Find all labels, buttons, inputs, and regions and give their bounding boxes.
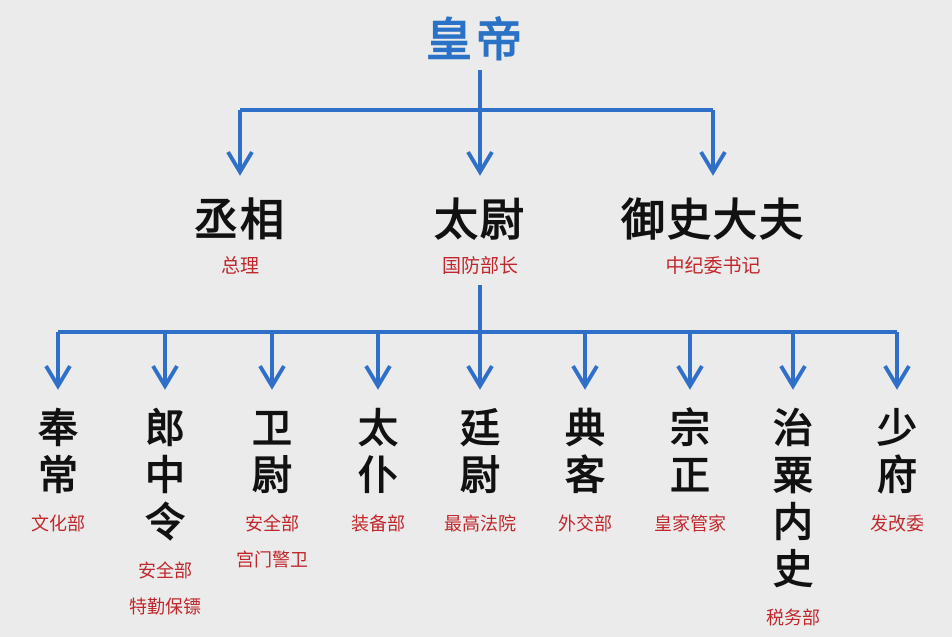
official-name: 宗正 <box>635 405 745 499</box>
official-node: 治粟内史税务部 <box>738 405 848 637</box>
official-node: 太仆装备部 <box>323 405 433 543</box>
official-name: 廷尉 <box>425 405 535 499</box>
official-role: 文化部 <box>31 514 85 535</box>
minister-role: 总理 <box>220 255 259 277</box>
arrow-head-icon <box>779 364 807 390</box>
official-role: 最高法院 <box>444 514 516 535</box>
official-role: 税务部 <box>766 608 820 629</box>
official-name-char: 奉 <box>38 405 78 452</box>
official-name: 治粟内史 <box>738 405 848 593</box>
official-roles: 文化部 <box>3 507 113 543</box>
official-name-char: 仆 <box>358 452 398 499</box>
official-name-char: 卫 <box>252 405 292 452</box>
official-name-char: 中 <box>145 452 185 499</box>
official-name: 典客 <box>530 405 640 499</box>
official-name-char: 少 <box>877 405 917 452</box>
official-role: 宫门警卫 <box>236 550 308 571</box>
official-role: 安全部 <box>138 561 192 582</box>
official-name-char: 尉 <box>252 452 292 499</box>
official-name-char: 常 <box>38 452 78 499</box>
official-name-char: 尉 <box>460 452 500 499</box>
arrow-head-icon <box>466 150 494 176</box>
official-node: 少府发改委 <box>842 405 952 543</box>
official-roles: 发改委 <box>842 507 952 543</box>
official-name-char: 内 <box>773 499 813 546</box>
minister-node: 太尉国防部长 <box>360 195 600 278</box>
official-name-char: 正 <box>670 452 710 499</box>
arrow-head-icon <box>676 364 704 390</box>
official-node: 卫尉安全部宫门警卫 <box>217 405 327 579</box>
official-node: 郎中令安全部特勤保镖 <box>110 405 220 626</box>
emperor-node: 皇帝 <box>426 13 526 67</box>
official-node: 典客外交部 <box>530 405 640 543</box>
arrow-head-icon <box>226 150 254 176</box>
official-node: 廷尉最高法院 <box>425 405 535 543</box>
official-role: 装备部 <box>351 514 405 535</box>
official-name-char: 客 <box>565 452 605 499</box>
minister-name: 御史大夫 <box>621 195 805 246</box>
arrow-head-icon <box>571 364 599 390</box>
official-roles: 皇家管家 <box>635 507 745 543</box>
arrow-head-icon <box>364 364 392 390</box>
official-node: 奉常文化部 <box>3 405 113 543</box>
minister-name: 太尉 <box>434 195 526 246</box>
minister-node: 御史大夫中纪委书记 <box>593 195 833 278</box>
official-name-char: 宗 <box>670 405 710 452</box>
official-name-char: 粟 <box>773 452 813 499</box>
minister-node: 丞相总理 <box>120 195 360 278</box>
arrow-head-icon <box>699 150 727 176</box>
arrow-head-icon <box>466 364 494 390</box>
official-name-char: 治 <box>773 405 813 452</box>
official-roles: 装备部 <box>323 507 433 543</box>
official-node: 宗正皇家管家 <box>635 405 745 543</box>
official-roles: 安全部特勤保镖 <box>110 554 220 626</box>
minister-name: 丞相 <box>194 195 286 246</box>
official-name: 太仆 <box>323 405 433 499</box>
official-name: 郎中令 <box>110 405 220 546</box>
official-name: 卫尉 <box>217 405 327 499</box>
official-name-char: 府 <box>877 452 917 499</box>
minister-role: 国防部长 <box>441 255 518 277</box>
arrow-head-icon <box>883 364 911 390</box>
official-role: 皇家管家 <box>654 514 726 535</box>
official-name-char: 典 <box>565 405 605 452</box>
official-role: 外交部 <box>558 514 612 535</box>
official-roles: 外交部 <box>530 507 640 543</box>
arrow-head-icon <box>44 364 72 390</box>
official-roles: 最高法院 <box>425 507 535 543</box>
arrow-head-icon <box>151 364 179 390</box>
official-name-char: 史 <box>773 546 813 593</box>
arrow-head-icon <box>258 364 286 390</box>
official-name: 奉常 <box>3 405 113 499</box>
official-name: 少府 <box>842 405 952 499</box>
minister-role: 中纪委书记 <box>665 255 761 277</box>
official-name-char: 郎 <box>145 405 185 452</box>
official-roles: 安全部宫门警卫 <box>217 507 327 579</box>
official-name-char: 廷 <box>460 405 500 452</box>
official-name-char: 令 <box>145 499 185 546</box>
official-role: 安全部 <box>245 514 299 535</box>
official-role: 发改委 <box>870 514 924 535</box>
official-name-char: 太 <box>358 405 398 452</box>
official-roles: 税务部 <box>738 601 848 637</box>
official-role: 特勤保镖 <box>129 597 201 618</box>
